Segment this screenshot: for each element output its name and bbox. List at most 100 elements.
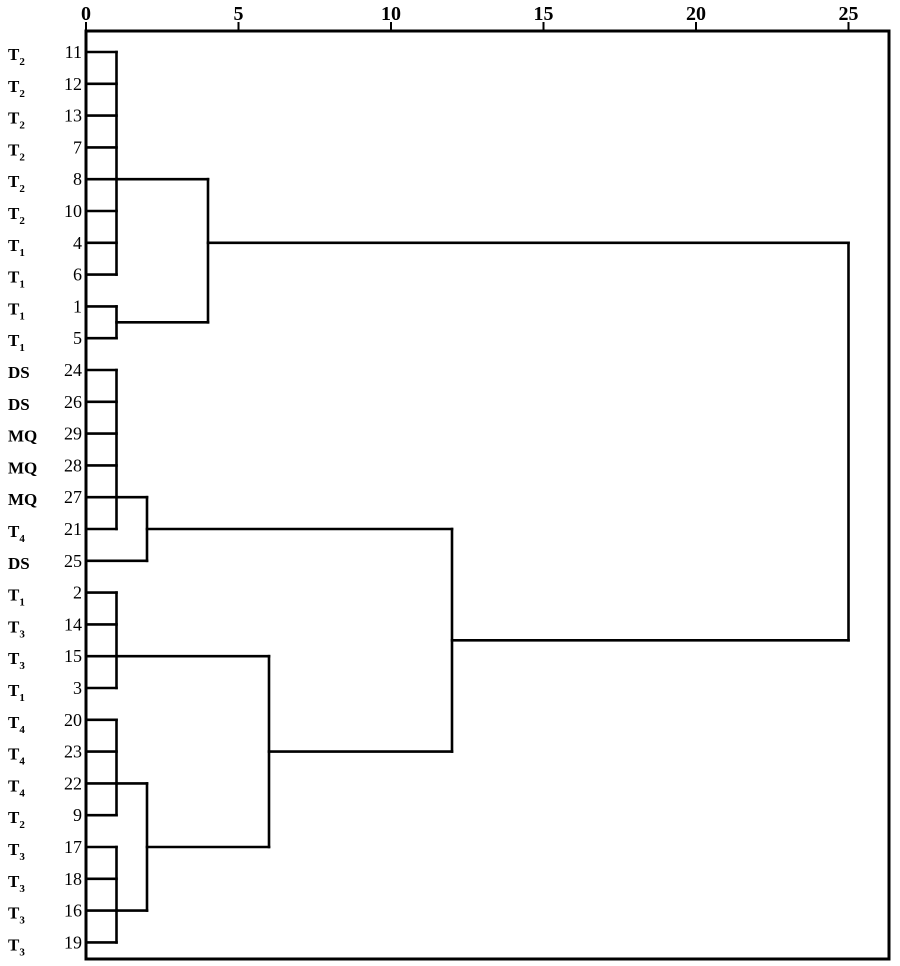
leaf-id-label: 23 [64,742,82,762]
leaf-group-name: DS [8,554,30,573]
leaf-group-name: MQ [8,458,37,477]
leaf-group-label: T1 [8,268,25,291]
leaf-id-label: 15 [64,646,82,666]
leaf-labels: 11T212T213T27T28T210T24T16T11T15T124DS26… [8,42,82,958]
leaf-id-label: 2 [73,583,82,603]
leaf-id-label: 16 [64,901,82,921]
leaf-group-subscript: 2 [19,151,25,163]
leaf-group-name: T [8,681,20,700]
leaf-group-label: T2 [8,808,25,831]
leaf-group-subscript: 2 [19,88,25,100]
leaf-group-label: T2 [8,204,25,227]
leaf-group-label: T3 [8,935,25,958]
leaf-group-label: T3 [8,617,25,640]
x-tick-label: 25 [839,3,859,25]
leaf-group-label: T2 [8,140,25,163]
leaf-group-name: T [8,45,20,64]
leaf-id-label: 24 [64,360,82,380]
leaf-id-label: 14 [64,614,82,634]
leaf-group-subscript: 1 [19,342,25,354]
leaf-id-label: 9 [73,805,82,825]
x-tick-label: 10 [381,3,401,25]
leaf-group-name: MQ [8,490,37,509]
leaf-id-label: 26 [64,392,82,412]
leaf-group-subscript: 1 [19,279,25,291]
leaf-group-name: T [8,331,20,350]
leaf-group-label: T1 [8,236,25,259]
leaf-group-label: T1 [8,299,25,322]
leaf-id-label: 29 [64,424,82,444]
leaf-group-label: DS [8,363,30,382]
leaf-group-subscript: 2 [19,120,25,132]
leaf-group-label: T3 [8,649,25,672]
leaf-group-name: T [8,713,20,732]
leaf-group-name: T [8,840,20,859]
leaf-group-name: DS [8,395,30,414]
leaf-group-label: T4 [8,522,25,545]
leaf-id-label: 3 [73,678,82,698]
leaf-group-name: T [8,299,20,318]
leaf-group-label: T3 [8,840,25,863]
leaf-group-label: T2 [8,45,25,68]
leaf-group-subscript: 3 [19,628,25,640]
leaf-group-name: T [8,522,20,541]
leaf-group-name: T [8,109,20,128]
leaf-group-name: MQ [8,427,37,446]
leaf-group-label: T4 [8,745,25,768]
leaf-group-subscript: 1 [19,597,25,609]
leaf-group-subscript: 3 [19,915,25,927]
leaf-id-label: 21 [64,519,82,539]
leaf-group-name: T [8,236,20,255]
leaf-group-name: T [8,268,20,287]
leaf-group-label: T4 [8,713,25,736]
leaf-id-label: 7 [73,137,82,157]
leaf-id-label: 19 [64,932,82,952]
leaf-group-name: T [8,617,20,636]
leaf-id-label: 18 [64,869,82,889]
dendrogram-links [84,50,850,944]
leaf-id-label: 27 [64,487,82,507]
leaf-group-name: T [8,140,20,159]
leaf-group-label: DS [8,395,30,414]
leaf-group-label: MQ [8,490,37,509]
leaf-id-label: 22 [64,773,82,793]
leaf-group-label: DS [8,554,30,573]
leaf-group-subscript: 4 [19,756,25,768]
leaf-group-name: T [8,872,20,891]
leaf-group-name: T [8,935,20,954]
leaf-id-label: 12 [64,74,82,94]
leaf-group-subscript: 4 [19,533,25,545]
leaf-group-subscript: 4 [19,724,25,736]
x-tick-label: 5 [234,3,244,25]
leaf-id-label: 25 [64,551,82,571]
leaf-group-name: T [8,77,20,96]
leaf-group-subscript: 1 [19,310,25,322]
leaf-group-name: T [8,649,20,668]
leaf-group-subscript: 2 [19,215,25,227]
leaf-group-label: T2 [8,109,25,132]
leaf-id-label: 4 [73,233,82,253]
x-tick-label: 20 [686,3,706,25]
leaf-id-label: 11 [65,42,82,62]
leaf-group-label: T1 [8,586,25,609]
leaf-id-label: 10 [64,201,82,221]
leaf-group-subscript: 2 [19,819,25,831]
leaf-group-name: T [8,204,20,223]
leaf-group-name: T [8,808,20,827]
leaf-id-label: 13 [64,106,82,126]
leaf-group-name: T [8,172,20,191]
leaf-group-label: T3 [8,872,25,895]
leaf-id-label: 6 [73,265,82,285]
leaf-group-subscript: 2 [19,183,25,195]
leaf-group-label: T2 [8,77,25,100]
leaf-group-subscript: 1 [19,247,25,259]
leaf-group-name: T [8,586,20,605]
leaf-group-subscript: 1 [19,692,25,704]
x-tick-label: 0 [81,3,91,25]
leaf-group-subscript: 4 [19,787,25,799]
leaf-group-name: T [8,904,20,923]
leaf-id-label: 17 [64,837,82,857]
leaf-group-label: T1 [8,681,25,704]
leaf-group-subscript: 3 [19,946,25,958]
